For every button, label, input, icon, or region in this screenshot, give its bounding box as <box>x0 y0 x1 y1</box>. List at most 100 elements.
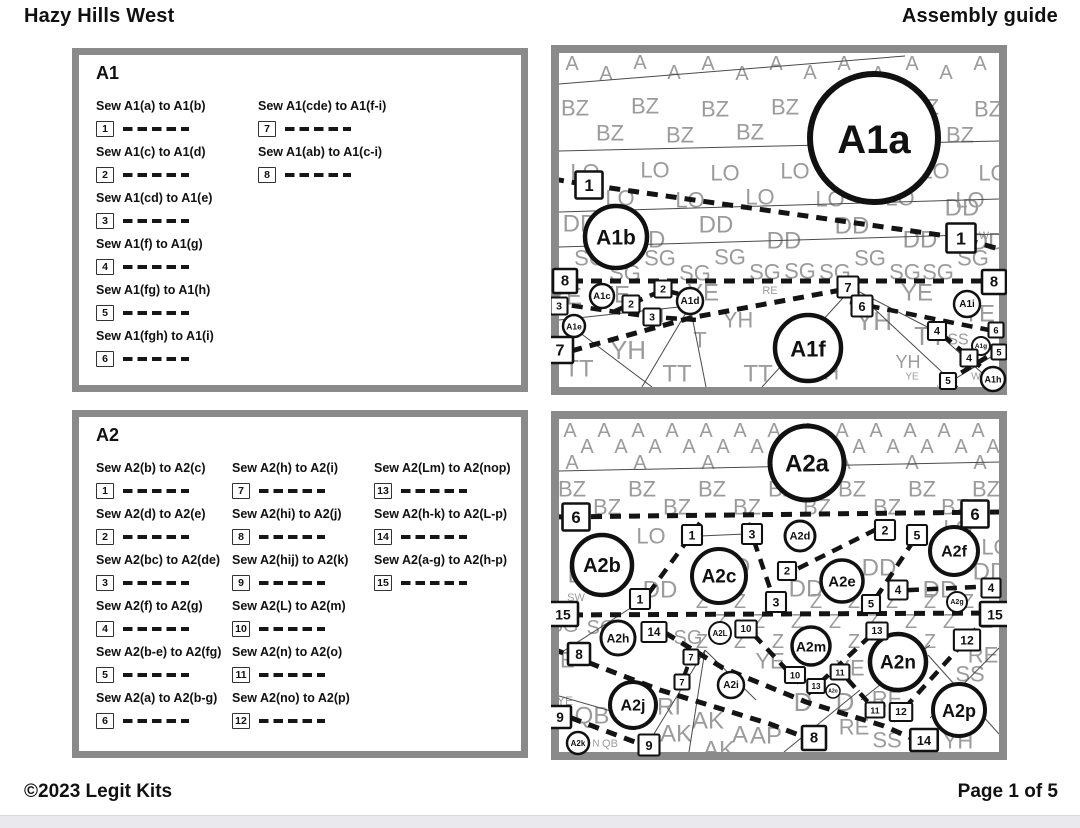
seam-dash-sample <box>285 172 351 177</box>
fabric-code: A <box>665 420 679 442</box>
seam-marker: 2 <box>776 560 798 582</box>
step-number-box: 15 <box>374 574 392 591</box>
fabric-code: Z <box>810 591 822 613</box>
fabric-code: RI <box>657 694 681 721</box>
sew-step: Sew A2(bc) to A2(de) 3 <box>96 553 221 591</box>
seam-dash-sample <box>123 264 189 269</box>
fabric-code: TT <box>743 361 773 388</box>
fabric-code: A <box>565 452 579 474</box>
sew-step-row: 5 <box>96 304 214 321</box>
seam-dash-sample <box>259 672 325 677</box>
fabric-code: Z <box>772 631 784 653</box>
fabric-code: Z <box>829 611 841 633</box>
piece-circle <box>790 625 832 667</box>
seam-marker-box <box>621 294 641 314</box>
fabric-code: A <box>699 420 713 442</box>
fabric-code: A <box>920 436 934 458</box>
fabric-code: W <box>979 230 990 242</box>
seam-marker-number: 14 <box>648 626 661 639</box>
sew-step-label: Sew A2(hi) to A2(j) <box>232 507 342 521</box>
seam-marker-number: 3 <box>749 528 756 542</box>
seam-marker: 7 <box>682 648 700 666</box>
seam-line <box>559 509 999 520</box>
sew-step-row: 4 <box>96 258 214 275</box>
step-number-box: 7 <box>232 482 250 499</box>
sew-step: Sew A1(f) to A1(g) 4 <box>96 237 214 275</box>
sew-step: Sew A2(no) to A2(p)12 <box>232 691 350 729</box>
sew-step-label: Sew A2(b) to A2(c) <box>96 461 206 475</box>
fabric-code: A <box>597 420 611 442</box>
step-number-box: 8 <box>258 166 276 183</box>
step-number-box: 2 <box>96 528 114 545</box>
piece-label: A2f <box>928 525 980 577</box>
seam-marker-number: 3 <box>649 312 655 324</box>
piece-label: A2b <box>569 532 635 598</box>
piece-circle-text: A2j <box>621 697 646 714</box>
seam-marker: 3 <box>642 307 662 327</box>
sew-step-row: 3 <box>96 574 221 591</box>
fabric-code: BZ <box>908 477 936 502</box>
sew-step-row: 7 <box>232 482 350 499</box>
seam-marker-box <box>990 343 1007 361</box>
fabric-code: AK <box>703 737 735 761</box>
seam-marker: 2 <box>873 518 897 542</box>
seam-dash-sample <box>401 534 467 539</box>
seam-marker-box <box>628 587 652 611</box>
fabric-code: A <box>835 420 849 442</box>
seam-marker: 6 <box>561 502 591 532</box>
piece-label: A2o <box>825 683 841 699</box>
seam-dash-sample <box>259 534 325 539</box>
seam-marker-box <box>800 724 828 752</box>
seam-marker-box <box>865 621 889 641</box>
fabric-code: DD <box>699 212 734 239</box>
seam-marker: 6 <box>960 499 990 529</box>
sew-step-label: Sew A1(f) to A1(g) <box>96 237 203 251</box>
seam-marker: 6 <box>987 321 1005 339</box>
sew-step-label: Sew A2(no) to A2(p) <box>232 691 350 705</box>
fabric-code: A <box>631 420 645 442</box>
piece-label: A1e <box>561 313 587 339</box>
section-title: A1 <box>96 63 120 83</box>
sew-step: Sew A1(fgh) to A1(i)6 <box>96 329 214 367</box>
fabric-code: A <box>633 452 647 474</box>
seam-marker-number: 8 <box>990 275 998 291</box>
seam-marker-box <box>642 307 662 327</box>
seam-marker: 3 <box>551 296 569 316</box>
piece-circle <box>807 71 941 205</box>
seam-marker-box <box>740 522 764 546</box>
seam-marker-box <box>551 600 580 628</box>
seam-marker: 2 <box>621 294 641 314</box>
seam-marker-box <box>551 267 579 295</box>
fabric-code: BZ <box>561 96 589 121</box>
fabric-code: A <box>903 420 917 442</box>
seam-dash-sample <box>123 580 189 585</box>
seam-marker: 11 <box>829 663 851 681</box>
seam-marker-number: 4 <box>934 326 941 338</box>
step-number-box: 1 <box>96 482 114 499</box>
seam-marker: 4 <box>887 579 909 601</box>
seam-marker-number: 13 <box>811 682 821 691</box>
seam-marker-box <box>734 619 758 639</box>
seam-marker: 12 <box>952 628 982 652</box>
seam-marker-box <box>888 701 914 723</box>
window-bottom-edge <box>0 815 1080 828</box>
piece-circle <box>582 203 650 271</box>
seam-marker-box <box>980 577 1002 599</box>
sew-step: Sew A2(Lm) to A2(nop)13 <box>374 461 511 499</box>
piece-circle-text: A1c <box>593 291 610 302</box>
seam-marker: 12 <box>888 701 914 723</box>
seam-marker-number: 12 <box>960 634 974 648</box>
seam-marker-box <box>926 320 948 342</box>
seam-marker-box <box>836 275 860 299</box>
seam-marker: 14 <box>640 620 668 644</box>
seam-marker-number: 6 <box>970 505 979 524</box>
sew-step-label: Sew A1(cd) to A1(e) <box>96 191 213 205</box>
piece-circle <box>819 558 865 604</box>
sew-step-label: Sew A2(bc) to A2(de) <box>96 553 221 567</box>
document-title: Hazy Hills West <box>24 5 175 27</box>
fabric-code: LO <box>978 161 1007 186</box>
piece-label: A1c <box>588 282 616 310</box>
piece-edge <box>559 55 906 85</box>
